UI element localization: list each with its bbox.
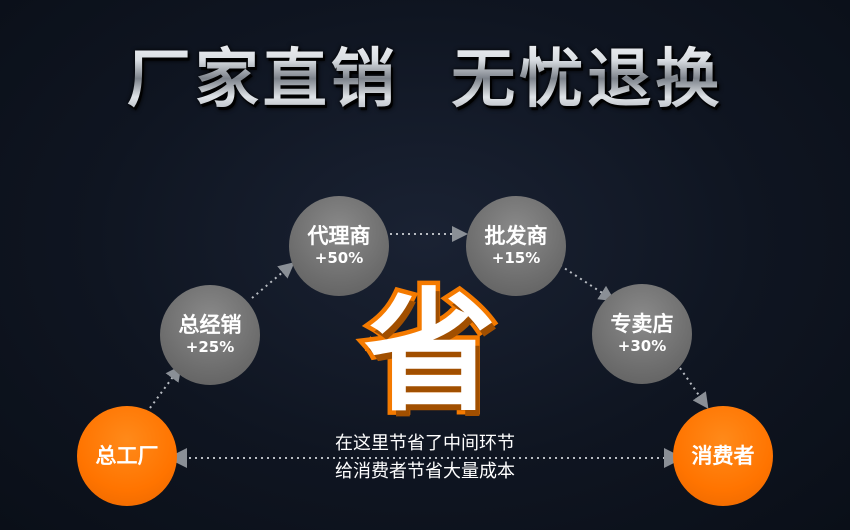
- link-wholesaler-to-store: [554, 261, 616, 302]
- node-wholesaler-markup: +15%: [491, 249, 541, 267]
- node-general-distributor: 总经销 +25%: [160, 285, 260, 385]
- savings-line-1: 在这里节省了中间环节: [335, 433, 515, 454]
- node-store-markup: +30%: [617, 337, 667, 355]
- link-factory-to-general: [149, 365, 182, 409]
- node-store: 专卖店 +30%: [592, 284, 692, 384]
- node-factory-label: 总工厂: [95, 444, 159, 468]
- node-store-label: 专卖店: [610, 312, 674, 336]
- node-wholesaler: 批发商 +15%: [466, 196, 566, 296]
- link-store-to-consumer: [679, 367, 709, 409]
- node-wholesaler-label: 批发商: [484, 224, 548, 248]
- node-agent: 代理商 +50%: [289, 196, 389, 296]
- headline: 厂家直销 无忧退换: [0, 28, 850, 120]
- node-general-distributor-markup: +25%: [185, 338, 235, 356]
- link-general-to-agent: [251, 262, 295, 299]
- node-consumer-label: 消费者: [691, 444, 755, 468]
- node-agent-markup: +50%: [314, 249, 364, 267]
- node-factory: 总工厂: [77, 406, 177, 506]
- node-consumer: 消费者: [673, 406, 773, 506]
- node-general-distributor-label: 总经销: [178, 313, 242, 337]
- node-agent-label: 代理商: [307, 224, 371, 248]
- save-character: 省: [360, 276, 501, 430]
- savings-line-2: 给消费者节省大量成本: [335, 461, 515, 482]
